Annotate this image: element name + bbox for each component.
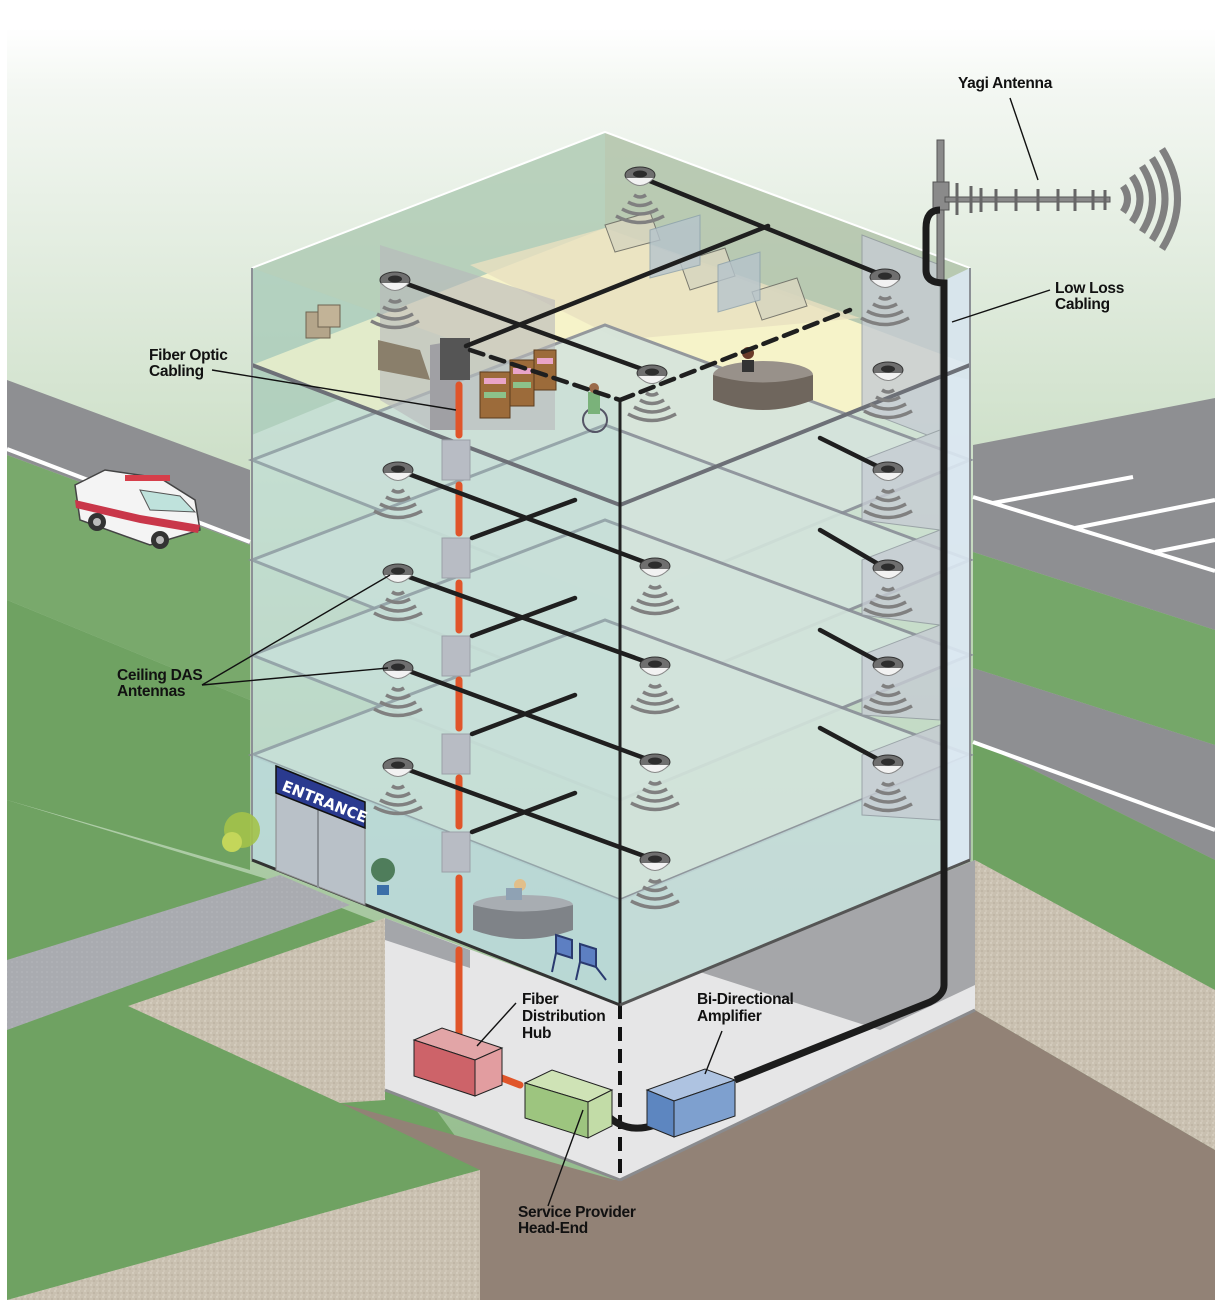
- right-lower-grass: [973, 740, 1215, 990]
- riser-junction-boxes: [441, 439, 471, 873]
- wheelchair-patient: [582, 383, 608, 433]
- left-grass-strip: [7, 455, 250, 700]
- label-low-loss-cabling-2: Cabling: [1055, 296, 1110, 313]
- gravel-cutaway-right: [975, 860, 1215, 1150]
- bookshelves: [479, 349, 557, 419]
- entrance-sign: [275, 764, 366, 830]
- yagi-boom: [944, 196, 1111, 203]
- label-bi-directional-amplifier-2: Amplifier: [697, 1008, 762, 1025]
- label-low-loss-cabling-1: Low Loss: [1055, 280, 1124, 297]
- callout-labels: Yagi Antenna Low Loss Cabling Fiber Opti…: [117, 75, 1124, 1237]
- desk: [378, 340, 430, 380]
- fiber-distribution-hub: [412, 1027, 504, 1097]
- label-fiber-distribution-hub-3: Hub: [522, 1025, 551, 1042]
- low-loss-cable: [733, 206, 948, 1084]
- left-lower-grass: [7, 600, 250, 870]
- label-fiber-optic-cabling-1: Fiber Optic: [149, 347, 228, 364]
- soil-cutaway: [340, 1010, 1215, 1300]
- walkway: [7, 875, 350, 1030]
- gravel-cutaway-front: [7, 1170, 480, 1300]
- label-fiber-distribution-hub-2: Distribution: [522, 1008, 605, 1025]
- das-cabling: [393, 174, 888, 863]
- ambulance: [74, 469, 201, 549]
- label-yagi-antenna: Yagi Antenna: [958, 75, 1053, 92]
- gravel-cutaway-left: [128, 918, 385, 1103]
- label-fiber-distribution-hub-1: Fiber: [522, 991, 559, 1008]
- leader-lines: [201, 97, 1051, 1207]
- bi-directional-amplifier: [645, 1068, 737, 1138]
- yagi-signal-waves: [1120, 147, 1181, 251]
- label-fiber-optic-cabling-2: Cabling: [149, 363, 204, 380]
- label-ceiling-das-antennas-1: Ceiling DAS: [117, 667, 202, 684]
- right-grass-strip: [973, 552, 1215, 745]
- label-ceiling-das-antennas-2: Antennas: [117, 683, 185, 700]
- entrance: ENTRANCE: [275, 764, 370, 906]
- privacy-curtains: [649, 214, 761, 313]
- right-parking-lot: [973, 398, 1215, 630]
- plants: [222, 812, 395, 895]
- service-provider-head-end: [523, 1069, 614, 1139]
- parking-lines: [972, 475, 1216, 832]
- label-service-provider-head-end-2: Head-End: [518, 1220, 588, 1237]
- label-bi-directional-amplifier-1: Bi-Directional: [697, 991, 794, 1008]
- lobby-chairs: [551, 933, 607, 981]
- right-road: [973, 668, 1215, 860]
- lobby-reception: [473, 879, 573, 939]
- elevator-shaft: [945, 268, 970, 870]
- label-service-provider-head-end-1: Service Provider: [518, 1204, 636, 1221]
- yagi-antenna: [932, 139, 1181, 281]
